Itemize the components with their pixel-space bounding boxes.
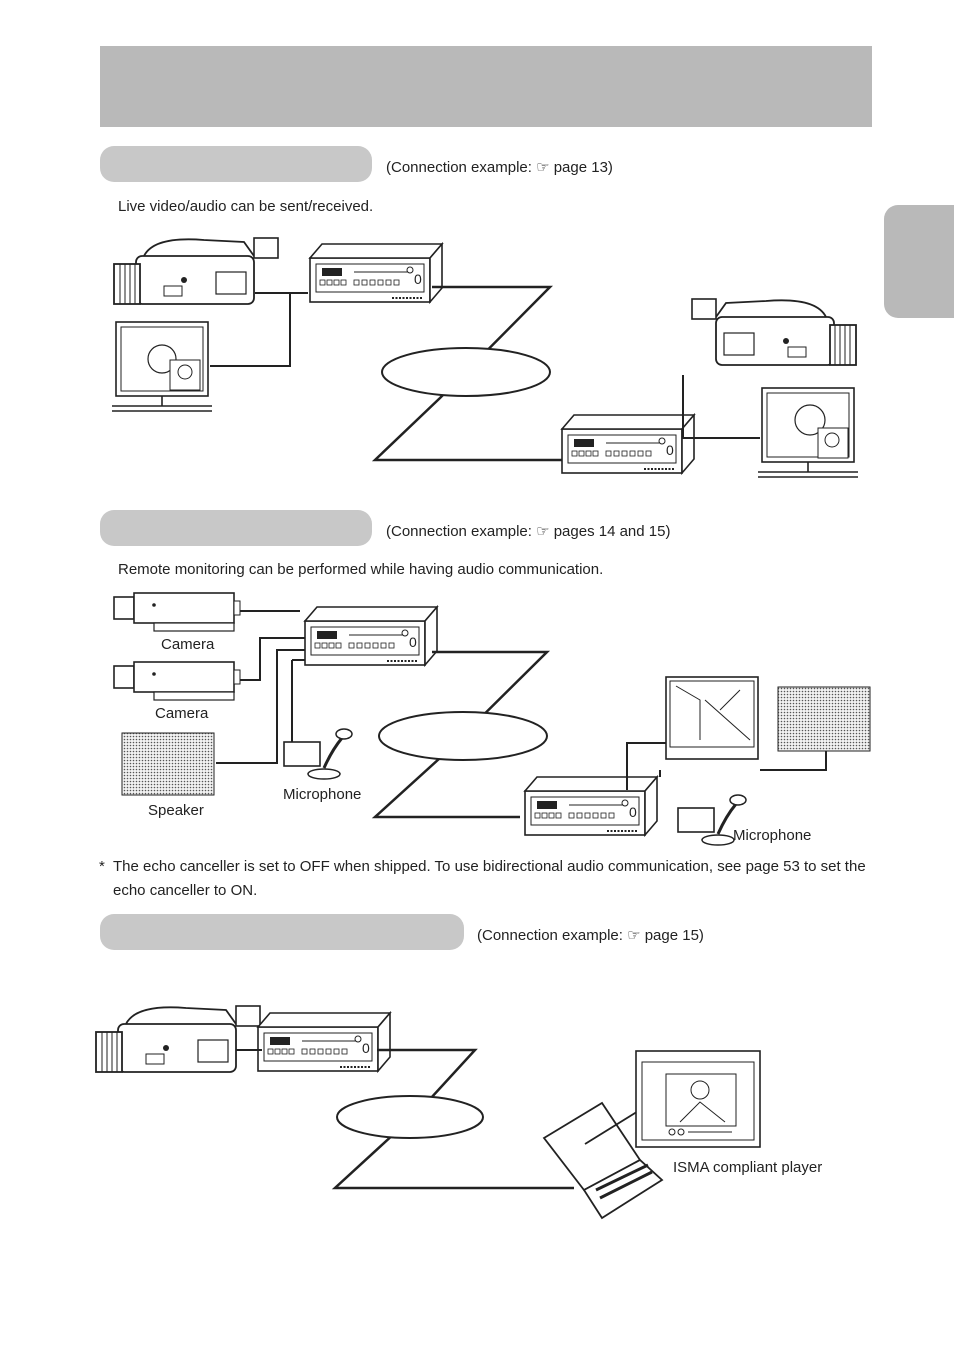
speaker-icon [121, 732, 215, 796]
security-camera-icon [113, 592, 241, 632]
section-2-heading [100, 510, 372, 546]
camcorder-icon [691, 298, 857, 366]
network-ellipse-icon [378, 711, 548, 761]
note-marker: * [99, 858, 105, 875]
encoder-unit-icon [524, 776, 658, 836]
section-1-description: Live video/audio can be sent/received. [118, 198, 374, 215]
section-2-connection-example: (Connection example: ☞ pages 14 and 15) [386, 523, 671, 540]
section-3-connection-example: (Connection example: ☞ page 15) [477, 927, 704, 944]
note-text: The echo canceller is set to OFF when sh… [113, 858, 866, 899]
encoder-unit-icon [561, 414, 695, 474]
header-bar [100, 46, 872, 127]
monitor-icon [665, 676, 759, 760]
microphone-icon [676, 793, 748, 847]
section-1-heading [100, 146, 372, 182]
monitor-icon [111, 321, 213, 412]
camcorder-icon [95, 1005, 261, 1073]
section-3-heading [100, 914, 464, 950]
network-ellipse-icon [336, 1095, 484, 1139]
network-ellipse-icon [381, 347, 551, 397]
encoder-unit-icon [304, 606, 438, 666]
side-tab [884, 205, 954, 318]
label-camera-top: Camera [161, 636, 215, 653]
player-window-icon [635, 1050, 761, 1148]
monitor-icon [757, 387, 859, 478]
label-speaker: Speaker [148, 802, 204, 819]
label-microphone-left: Microphone [283, 786, 362, 803]
label-camera-bottom: Camera [155, 705, 209, 722]
label-microphone-right: Microphone [733, 827, 812, 844]
label-player: ISMA compliant player [673, 1159, 823, 1176]
speaker-icon [777, 686, 871, 752]
microphone-icon [282, 727, 354, 781]
security-camera-icon [113, 661, 241, 701]
section-2-description: Remote monitoring can be performed while… [118, 561, 604, 578]
encoder-unit-icon [257, 1012, 391, 1072]
encoder-unit-icon [309, 243, 443, 303]
section-1-connection-example: (Connection example: ☞ page 13) [386, 159, 613, 176]
camcorder-icon [113, 237, 279, 305]
